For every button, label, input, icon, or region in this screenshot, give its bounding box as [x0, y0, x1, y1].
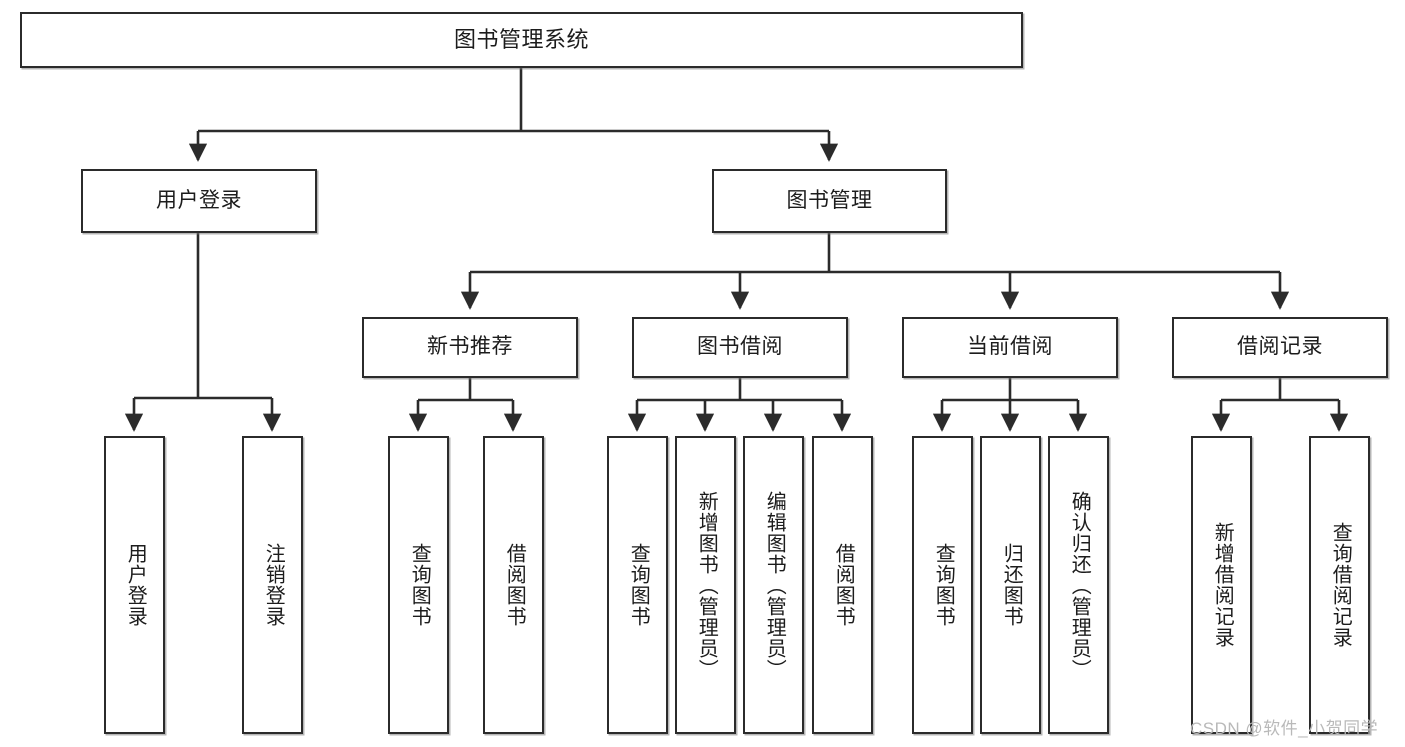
node-root-system[interactable]: 图书管理系统	[20, 12, 1023, 68]
node-new-book-recommend[interactable]: 新书推荐	[362, 317, 578, 378]
leaf-borrow-record-query[interactable]: 查询借阅记录	[1309, 436, 1370, 734]
node-user-login[interactable]: 用户登录	[81, 169, 317, 233]
node-borrow-record[interactable]: 借阅记录	[1172, 317, 1388, 378]
node-label: 当前借阅	[967, 335, 1053, 359]
node-label: 新增图书（管理员）	[695, 490, 718, 680]
node-label: 新增借阅记录	[1211, 522, 1234, 648]
node-label: 借阅图书	[503, 543, 526, 627]
leaf-borrow-record-add[interactable]: 新增借阅记录	[1191, 436, 1252, 734]
leaf-book-borrow-query[interactable]: 查询图书	[607, 436, 668, 734]
node-label: 图书管理	[786, 188, 873, 212]
node-label: 图书管理系统	[453, 27, 589, 53]
leaf-user-login-logout[interactable]: 注销登录	[242, 436, 303, 734]
node-label: 借阅记录	[1237, 335, 1323, 359]
node-label: 查询借阅记录	[1329, 522, 1352, 648]
leaf-current-borrow-return[interactable]: 归还图书	[980, 436, 1041, 734]
node-label: 新书推荐	[427, 335, 513, 359]
node-label: 确认归还（管理员）	[1068, 490, 1091, 680]
leaf-book-borrow-add[interactable]: 新增图书（管理员）	[675, 436, 736, 734]
leaf-book-borrow-edit[interactable]: 编辑图书（管理员）	[743, 436, 804, 734]
node-label: 归还图书	[1000, 543, 1023, 627]
node-label: 用户登录	[124, 543, 147, 627]
node-label: 编辑图书（管理员）	[763, 490, 786, 680]
node-book-borrow[interactable]: 图书借阅	[632, 317, 848, 378]
leaf-current-borrow-confirm-return[interactable]: 确认归还（管理员）	[1048, 436, 1109, 734]
node-label: 查询图书	[408, 543, 431, 627]
node-current-borrow[interactable]: 当前借阅	[902, 317, 1118, 378]
node-label: 查询图书	[627, 543, 650, 627]
leaf-user-login-login[interactable]: 用户登录	[104, 436, 165, 734]
node-label: 借阅图书	[832, 543, 855, 627]
node-label: 图书借阅	[697, 335, 783, 359]
leaf-current-borrow-query[interactable]: 查询图书	[912, 436, 973, 734]
node-book-management[interactable]: 图书管理	[712, 169, 947, 233]
node-label: 用户登录	[156, 188, 242, 212]
watermark: CSDN @软件_小贺同学	[1190, 719, 1379, 738]
leaf-new-book-borrow[interactable]: 借阅图书	[483, 436, 544, 734]
node-label: 查询图书	[932, 543, 955, 627]
leaf-book-borrow-borrow[interactable]: 借阅图书	[812, 436, 873, 734]
node-label: 注销登录	[262, 543, 285, 627]
leaf-new-book-query[interactable]: 查询图书	[388, 436, 449, 734]
